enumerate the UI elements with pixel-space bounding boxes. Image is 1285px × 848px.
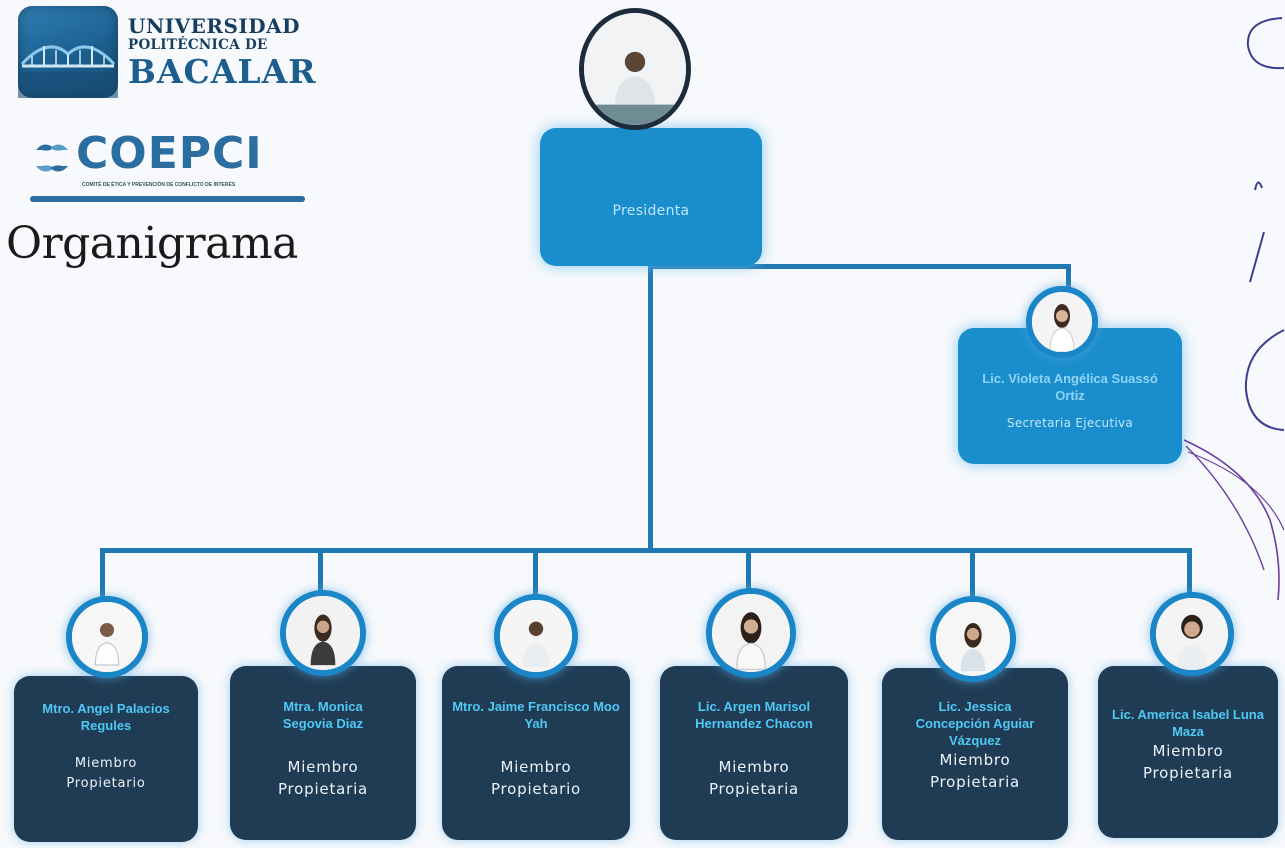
person-photo-icon: [1032, 292, 1092, 352]
coepci-wordmark: COEPCI: [76, 128, 263, 179]
member-card: Mtra. Monica Segovia Diaz Miembro Propie…: [230, 666, 416, 840]
connector-member-6: [1187, 548, 1192, 598]
president-avatar: [579, 8, 691, 130]
member-name: Lic. Argen Marisol Hernandez Chacon: [695, 699, 813, 731]
secretary-role: Secretaria Ejecutiva: [1006, 416, 1134, 430]
logo-line-1: UNIVERSIDAD: [128, 14, 300, 38]
coepci-underline: [30, 196, 305, 202]
president-card: Presidenta: [540, 128, 762, 266]
person-photo-icon: [936, 602, 1010, 676]
member-role: Miembro Propietaria: [277, 758, 369, 798]
president-name: [540, 150, 762, 186]
bridge-emblem-icon: [18, 6, 118, 98]
connector-members-horizontal: [100, 548, 1192, 553]
member-card: Lic. America Isabel Luna Maza Miembro Pr…: [1098, 666, 1278, 838]
secretary-avatar: [1026, 286, 1098, 358]
connector-member-2: [318, 548, 323, 598]
member-avatar: [930, 596, 1016, 682]
person-photo-icon: [72, 602, 142, 672]
member-role: Miembro Propietario: [490, 758, 582, 798]
member-role: Miembro Propietario: [66, 756, 146, 791]
secretary-name: Lic. Violeta Angélica Suassó Ortiz: [982, 371, 1158, 403]
member-avatar: [280, 590, 366, 676]
connector-member-3: [533, 548, 538, 598]
logo-line-2: POLITÉCNICA DE: [128, 37, 268, 53]
president-role: Presidenta: [612, 203, 690, 219]
member-card: Lic. Jessica Concepción Aguiar Vázquez M…: [882, 668, 1068, 840]
person-photo-icon: [500, 600, 572, 672]
connector-president-right: [650, 264, 1070, 269]
connector-president-down: [648, 262, 653, 552]
person-photo-icon: [1156, 598, 1228, 670]
person-photo-icon: [286, 596, 360, 670]
member-role: Miembro Propietaria: [1142, 742, 1234, 782]
page-title: Organigrama: [6, 218, 298, 269]
member-card: Mtro. Jaime Francisco Moo Yah Miembro Pr…: [442, 666, 630, 840]
member-role: Miembro Propietaria: [929, 751, 1021, 791]
member-name: Lic. Jessica Concepción Aguiar Vázquez: [915, 699, 1035, 748]
coepci-mark-icon: [36, 144, 68, 172]
person-photo-icon: [584, 13, 686, 125]
person-photo-icon: [712, 594, 790, 672]
member-name: Mtra. Monica Segovia Diaz: [282, 699, 364, 731]
member-avatar: [706, 588, 796, 678]
connector-member-1: [100, 548, 105, 598]
coepci-logo: COEPCI COMITÉ DE ÉTICA Y PREVENCIÓN DE C…: [30, 132, 305, 206]
connector-secretary-drop: [1066, 264, 1071, 290]
connector-member-4: [746, 548, 751, 598]
coepci-subtitle: COMITÉ DE ÉTICA Y PREVENCIÓN DE CONFLICT…: [82, 182, 236, 188]
member-card: Lic. Argen Marisol Hernandez Chacon Miem…: [660, 666, 848, 840]
member-name: Mtro. Jaime Francisco Moo Yah: [452, 699, 620, 731]
member-role: Miembro Propietaria: [708, 758, 800, 798]
member-name: Lic. America Isabel Luna Maza: [1112, 707, 1264, 739]
member-avatar: [1150, 592, 1234, 676]
member-card: Mtro. Angel Palacios Regules Miembro Pro…: [14, 676, 198, 842]
member-avatar: [494, 594, 578, 678]
connector-member-5: [970, 548, 975, 598]
logo-line-3: BACALAR: [128, 51, 317, 91]
university-logo: UNIVERSIDAD POLITÉCNICA DE BACALAR: [18, 6, 316, 98]
member-name: Mtro. Angel Palacios Regules: [42, 701, 170, 733]
member-avatar: [66, 596, 148, 678]
